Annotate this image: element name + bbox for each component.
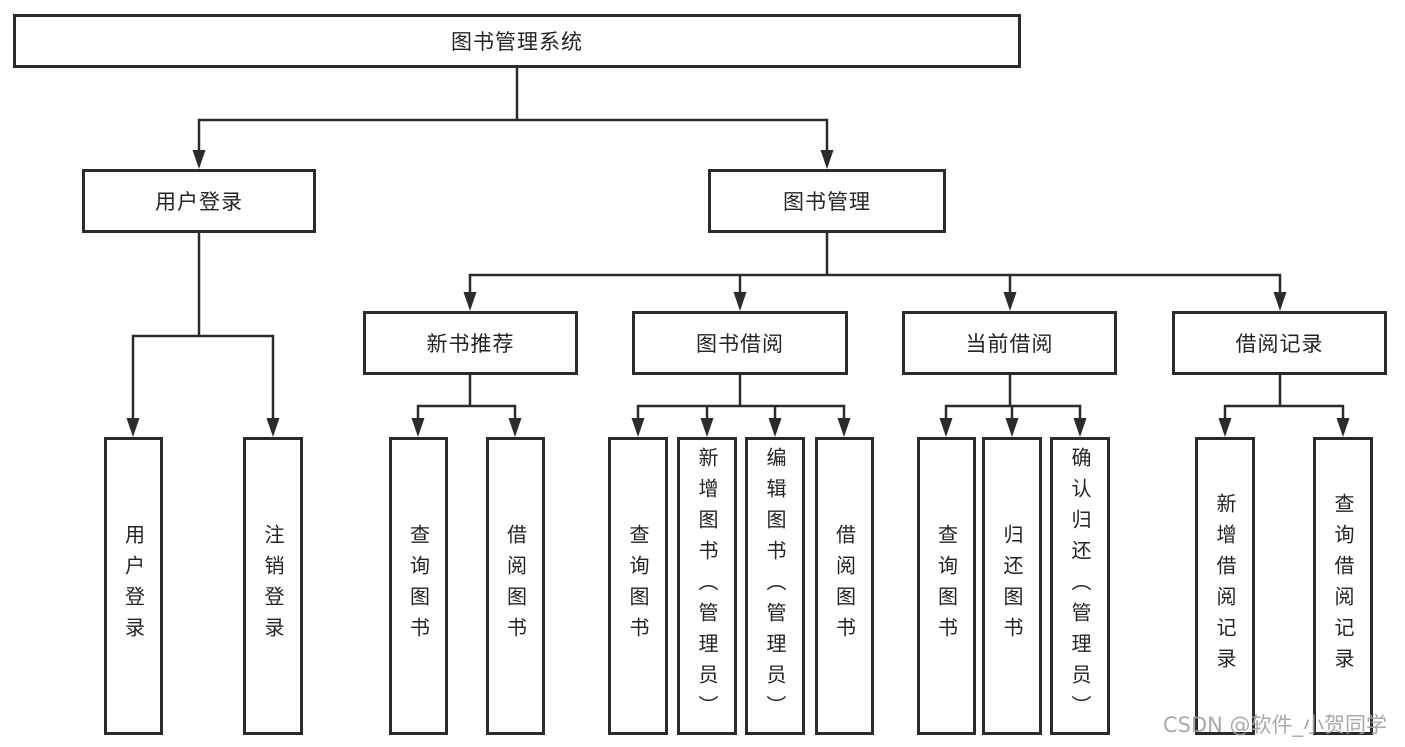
leaf-query-books-current: 查询图书 — [917, 437, 976, 735]
node-label: 新增图书（管理员） — [695, 446, 719, 726]
node-label: 当前借阅 — [965, 332, 1054, 356]
leaf-user-login: 用户登录 — [104, 437, 163, 735]
node-book-borrowing: 图书借阅 — [632, 311, 848, 375]
node-library-management-system: 图书管理系统 — [13, 14, 1021, 68]
arrowheads — [126, 150, 1350, 437]
node-label: 借阅图书 — [503, 524, 528, 648]
node-label: 用户登录 — [155, 190, 243, 214]
node-label: 图书借阅 — [696, 332, 784, 356]
leaf-query-books-borrow: 查询图书 — [608, 437, 668, 735]
leaf-add-borrow-record: 新增借阅记录 — [1195, 437, 1255, 735]
node-label: 新书推荐 — [426, 332, 515, 356]
node-label: 查询图书 — [406, 524, 431, 648]
node-label: 用户登录 — [121, 524, 146, 648]
node-user-login: 用户登录 — [82, 169, 316, 233]
leaf-borrow-books-recommend: 借阅图书 — [486, 437, 545, 735]
node-label: 查询图书 — [626, 524, 650, 648]
leaf-query-borrow-record: 查询借阅记录 — [1313, 437, 1373, 735]
node-new-book-recommendation: 新书推荐 — [363, 311, 578, 375]
leaf-edit-books-admin: 编辑图书（管理员） — [745, 437, 805, 735]
node-label: 查询借阅记录 — [1331, 493, 1355, 679]
node-label: 新增借阅记录 — [1213, 493, 1237, 679]
leaf-query-books-recommend: 查询图书 — [389, 437, 448, 735]
leaf-return-books: 归还图书 — [982, 437, 1042, 735]
node-label: 确认归还（管理员） — [1068, 446, 1092, 726]
node-label: 编辑图书（管理员） — [763, 446, 787, 726]
node-label: 查询图书 — [934, 524, 959, 648]
node-book-management: 图书管理 — [708, 169, 946, 233]
node-label: 图书管理 — [783, 190, 871, 214]
tree-edges — [131, 66, 1345, 423]
leaf-add-books-admin: 新增图书（管理员） — [677, 437, 737, 735]
leaf-confirm-return-admin: 确认归还（管理员） — [1050, 437, 1110, 735]
node-current-borrowing: 当前借阅 — [902, 311, 1117, 375]
leaf-borrow-books: 借阅图书 — [815, 437, 874, 735]
node-label: 图书管理系统 — [451, 30, 583, 54]
node-label: 借阅图书 — [832, 524, 857, 648]
node-label: 注销登录 — [261, 524, 285, 648]
leaf-logout: 注销登录 — [243, 437, 303, 735]
node-borrowing-records: 借阅记录 — [1172, 311, 1387, 375]
node-label: 归还图书 — [1000, 524, 1024, 648]
node-label: 借阅记录 — [1235, 332, 1324, 356]
